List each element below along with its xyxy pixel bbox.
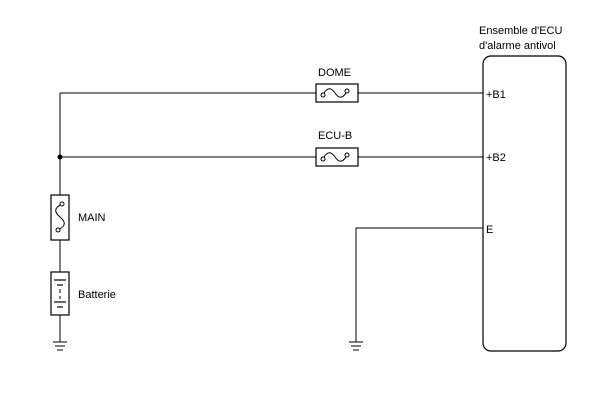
fuse-ecu-b [315, 147, 359, 167]
ecu-title-line1: Ensemble d'ECU [479, 25, 562, 37]
ground-right-icon [349, 341, 363, 351]
battery-symbol [50, 271, 70, 316]
fuse-ecu-b-label: ECU-B [318, 130, 352, 142]
fuse-main-label: MAIN [78, 212, 106, 224]
wire-e [355, 227, 483, 342]
pin-b2-label: +B2 [486, 152, 506, 164]
ecu-box [482, 55, 567, 352]
ecu-title-line2: d'alarme antivol [479, 40, 556, 52]
battery-label: Batterie [78, 289, 116, 301]
pin-e-label: E [486, 224, 493, 236]
pin-b1-label: +B1 [486, 89, 506, 101]
fuse-dome-label: DOME [318, 67, 351, 79]
ground-left-icon [53, 341, 67, 351]
fuse-main [50, 194, 70, 241]
fuse-dome [315, 83, 359, 103]
